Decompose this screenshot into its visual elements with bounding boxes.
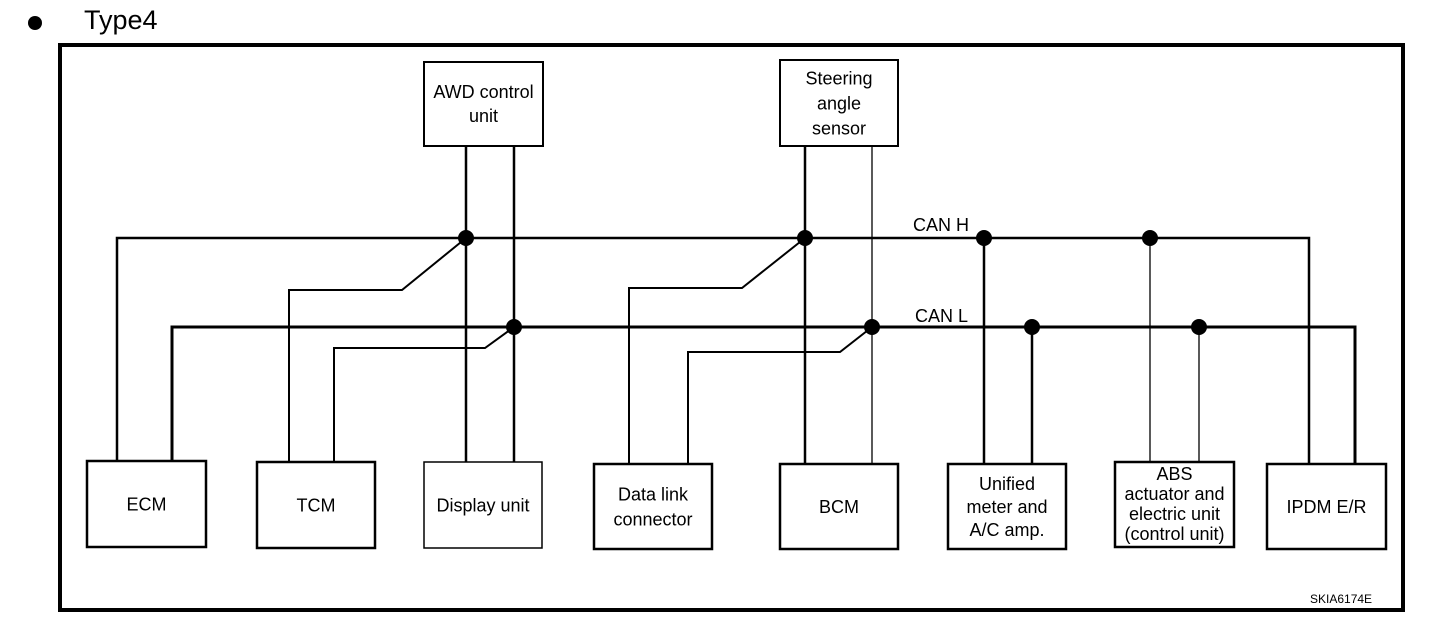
unit-label-line: sensor xyxy=(812,118,866,138)
dlc-can-h-wire xyxy=(628,237,806,464)
unit-box xyxy=(85,459,208,549)
unit-label-line: Unified xyxy=(979,474,1035,494)
unit-label-line: A/C amp. xyxy=(969,520,1044,540)
unit-label-line: ABS xyxy=(1156,464,1192,484)
unit-box xyxy=(778,462,900,551)
unit-label-line: IPDM E/R xyxy=(1286,497,1366,517)
unit-steering: Steering angle sensor xyxy=(779,59,899,147)
unit-label-line: ECM xyxy=(127,494,167,514)
unit-label-line: electric unit xyxy=(1129,504,1220,524)
unit-box xyxy=(423,461,543,549)
unit-box xyxy=(1265,462,1388,551)
unit-box xyxy=(1113,460,1236,549)
junction-dot xyxy=(976,230,992,246)
unit-box xyxy=(779,59,899,147)
junction-dot xyxy=(797,230,813,246)
title-row: Type4 xyxy=(28,2,158,38)
unit-label-line: connector xyxy=(613,509,692,529)
unit-label-line: unit xyxy=(469,106,498,126)
diagram-frame xyxy=(58,43,1405,612)
dlc-can-l-wire xyxy=(687,326,873,464)
unit-label-line: actuator and xyxy=(1124,484,1224,504)
tcm-can-l-wire xyxy=(333,326,515,462)
unit-label-line: meter and xyxy=(966,497,1047,517)
unit-tcm: TCM xyxy=(255,460,377,550)
can-l-bus-line xyxy=(170,325,1357,464)
unit-ipdm: IPDM E/R xyxy=(1265,462,1388,551)
junction-dot xyxy=(458,230,474,246)
unit-box xyxy=(423,61,544,147)
bullet-icon xyxy=(28,16,42,30)
junction-dot xyxy=(1191,319,1207,335)
unit-label-line: AWD control xyxy=(433,82,533,102)
unit-display: Display unit xyxy=(423,461,543,549)
unit-label-line: Steering xyxy=(805,68,872,88)
figure-code: SKIA6174E xyxy=(1310,592,1372,606)
junction-dot xyxy=(506,319,522,335)
unit-label-line: angle xyxy=(817,93,861,113)
junction-dot xyxy=(1142,230,1158,246)
unit-box xyxy=(255,460,377,550)
junction-dot xyxy=(1024,319,1040,335)
can-h-label: CAN H xyxy=(913,215,969,235)
unit-label-line: Data link xyxy=(618,484,689,504)
junction-dot xyxy=(864,319,880,335)
unit-label-line: Display unit xyxy=(436,495,529,515)
unit-label-line: (control unit) xyxy=(1124,524,1224,544)
unit-box xyxy=(592,462,714,551)
unit-ecm: ECM xyxy=(85,459,208,549)
unit-label-line: TCM xyxy=(297,495,336,515)
unit-label-line: BCM xyxy=(819,497,859,517)
diagram-title: Type4 xyxy=(84,5,158,35)
unit-awd: AWD control unit xyxy=(423,61,544,147)
unit-bcm: BCM xyxy=(778,462,900,551)
can-l-label: CAN L xyxy=(915,306,968,326)
unit-dlc: Data link connector xyxy=(592,462,714,551)
unit-box xyxy=(946,462,1068,551)
tcm-can-h-wire xyxy=(288,237,467,462)
can-h-bus-line xyxy=(115,236,1311,464)
